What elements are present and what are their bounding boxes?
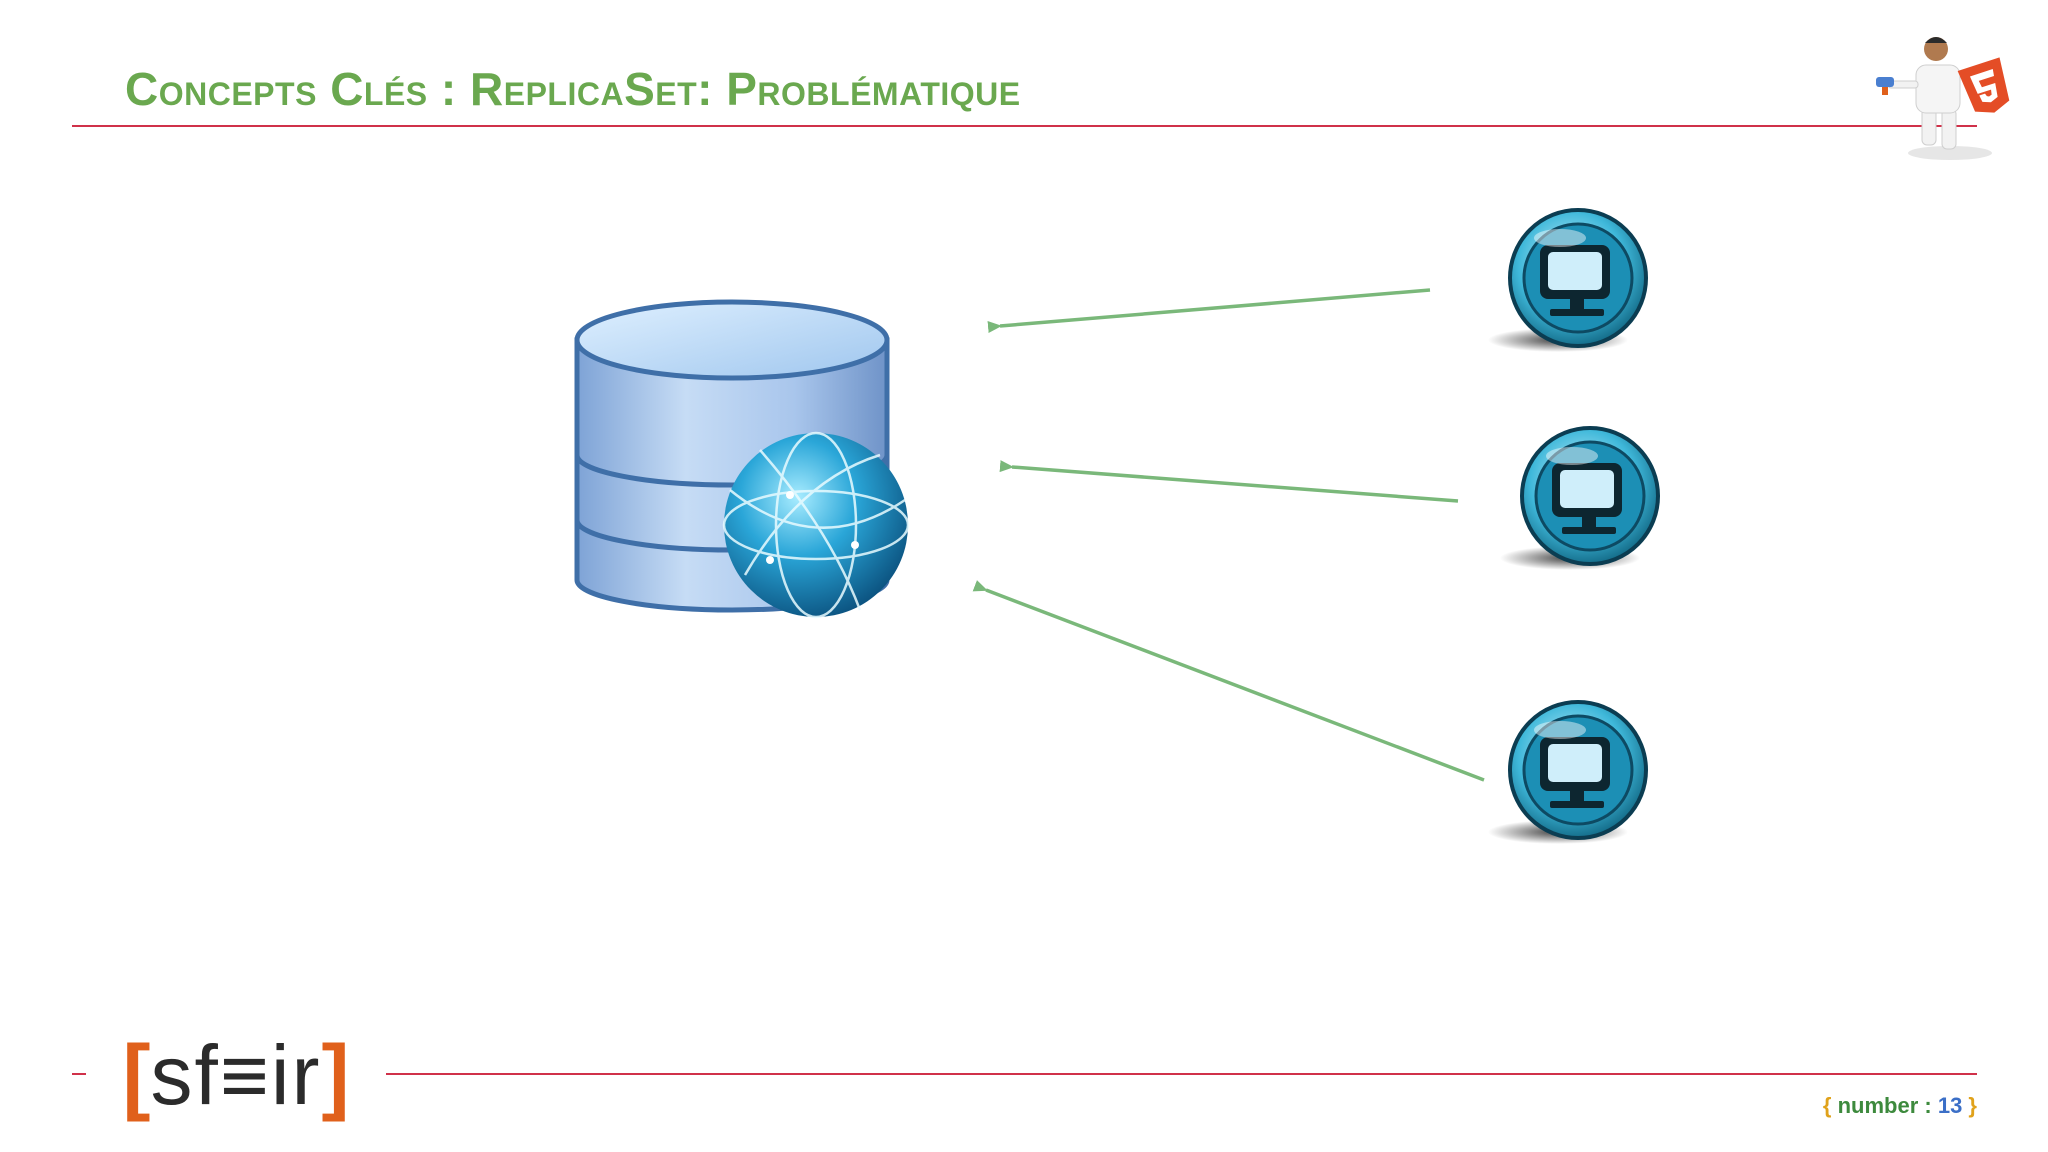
arrow-client-2-to-database bbox=[999, 460, 1459, 503]
computer-monitor-icon bbox=[1488, 700, 1648, 844]
page-number-value: 13 bbox=[1937, 1093, 1963, 1118]
page-number-close-brace: } bbox=[1962, 1093, 1977, 1118]
arrow-client-1-to-database bbox=[987, 288, 1431, 333]
logo-letters: sf≡ir bbox=[150, 1028, 322, 1122]
sfeir-logo: [sf≡ir] bbox=[86, 1025, 386, 1125]
page-number-separator: : bbox=[1918, 1093, 1938, 1118]
page-number: { number : 13 } bbox=[1823, 1093, 1977, 1119]
computer-monitor-icon bbox=[1500, 426, 1660, 570]
logo-open-bracket: [ bbox=[122, 1028, 151, 1122]
title-divider bbox=[72, 125, 1977, 127]
mascot-html5-icon bbox=[1876, 37, 2010, 160]
page-number-open-brace: { bbox=[1822, 1093, 1838, 1118]
computer-monitor-icon bbox=[1488, 208, 1648, 352]
page-number-label: number bbox=[1837, 1093, 1919, 1118]
arrow-client-3-to-database bbox=[972, 580, 1485, 782]
database-globe-icon bbox=[574, 299, 910, 619]
footer-divider bbox=[72, 1073, 1977, 1075]
slide-title: Concepts Clés : ReplicaSet: Problématiqu… bbox=[125, 63, 1021, 115]
logo-close-bracket: ] bbox=[321, 1028, 350, 1122]
